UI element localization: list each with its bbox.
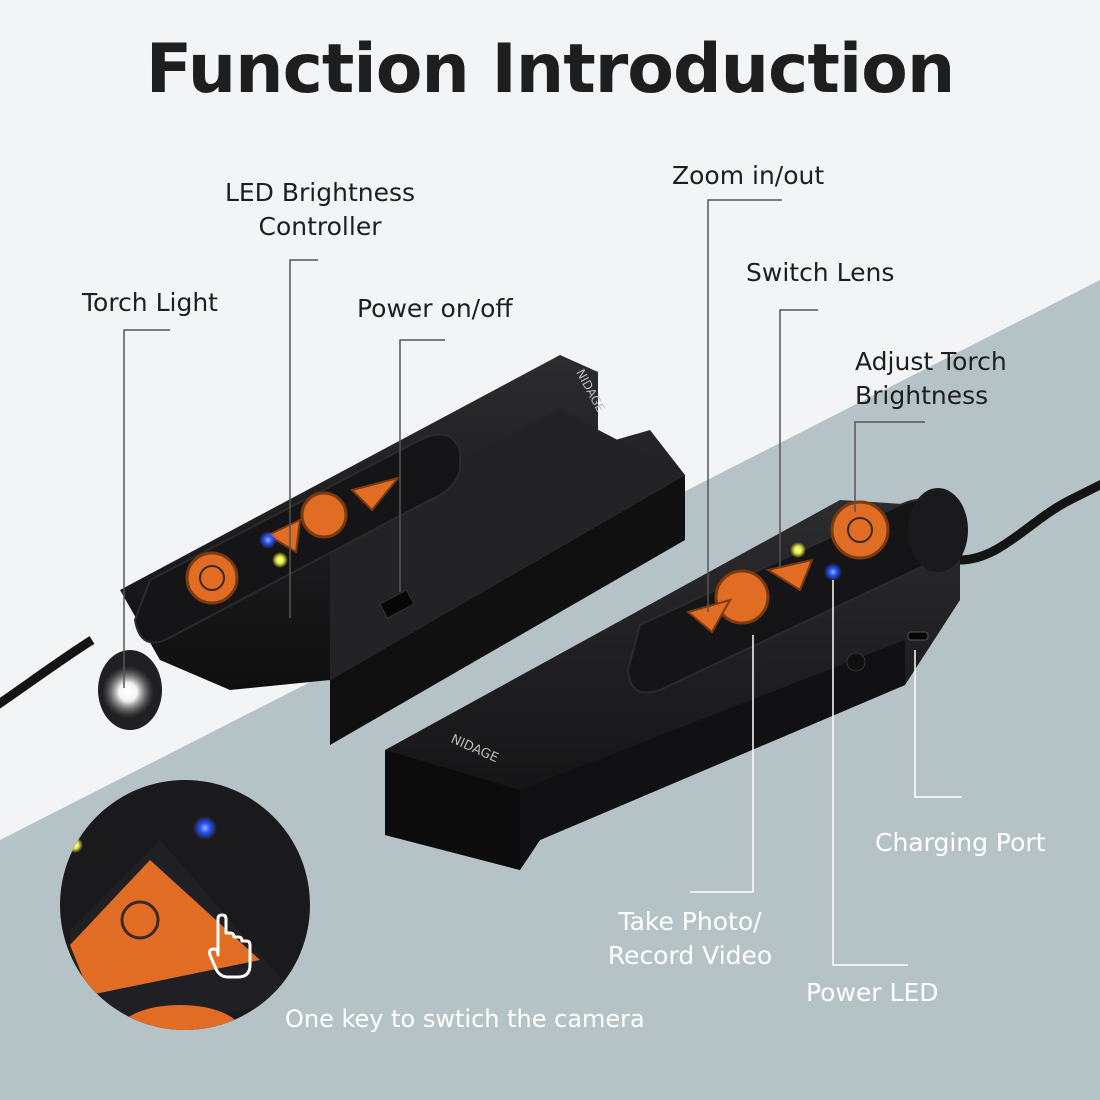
page-title: Function Introduction — [145, 30, 956, 109]
take-photo-button[interactable] — [714, 569, 770, 625]
capture-button[interactable] — [300, 491, 348, 539]
led-yellow-left — [272, 552, 288, 568]
label-led-brightness: LED Brightness Controller — [224, 178, 416, 241]
label-power-onoff: Power on/off — [357, 294, 513, 323]
right-device: NIDAGE — [385, 488, 968, 870]
torch-light-button[interactable] — [185, 551, 239, 605]
torch-brightness-button[interactable] — [830, 500, 890, 560]
label-take-photo: Take Photo/ Record Video — [607, 907, 773, 970]
label-adjust-torch: Adjust Torch Brightness — [855, 347, 1007, 410]
closeup-led-blue — [193, 816, 217, 840]
switch-lens-button[interactable] — [350, 476, 401, 512]
power-led — [824, 563, 842, 581]
switch-camera-closeup — [60, 780, 310, 1030]
left-device: NIDAGE — [98, 355, 685, 745]
led-brightness-button[interactable] — [265, 518, 302, 554]
led-blue-left — [259, 531, 277, 549]
hand-pointer-icon — [208, 913, 252, 979]
torch-light-lens — [102, 666, 154, 718]
switch-lens-button-right[interactable] — [765, 558, 814, 592]
label-charging-port: Charging Port — [875, 828, 1046, 857]
cable-left — [0, 636, 95, 709]
label-zoom: Zoom in/out — [672, 161, 825, 190]
cable-right — [959, 479, 1100, 565]
label-torch-light: Torch Light — [82, 288, 218, 317]
zoom-button[interactable] — [685, 598, 733, 634]
charging-port — [907, 631, 929, 641]
label-switch-lens: Switch Lens — [746, 258, 895, 287]
label-power-led: Power LED — [806, 978, 939, 1007]
led-yellow-right — [790, 542, 806, 558]
closeup-caption: One key to swtich the camera — [285, 1005, 645, 1033]
leader-lines — [123, 199, 925, 688]
leader-lines-light — [690, 580, 962, 966]
